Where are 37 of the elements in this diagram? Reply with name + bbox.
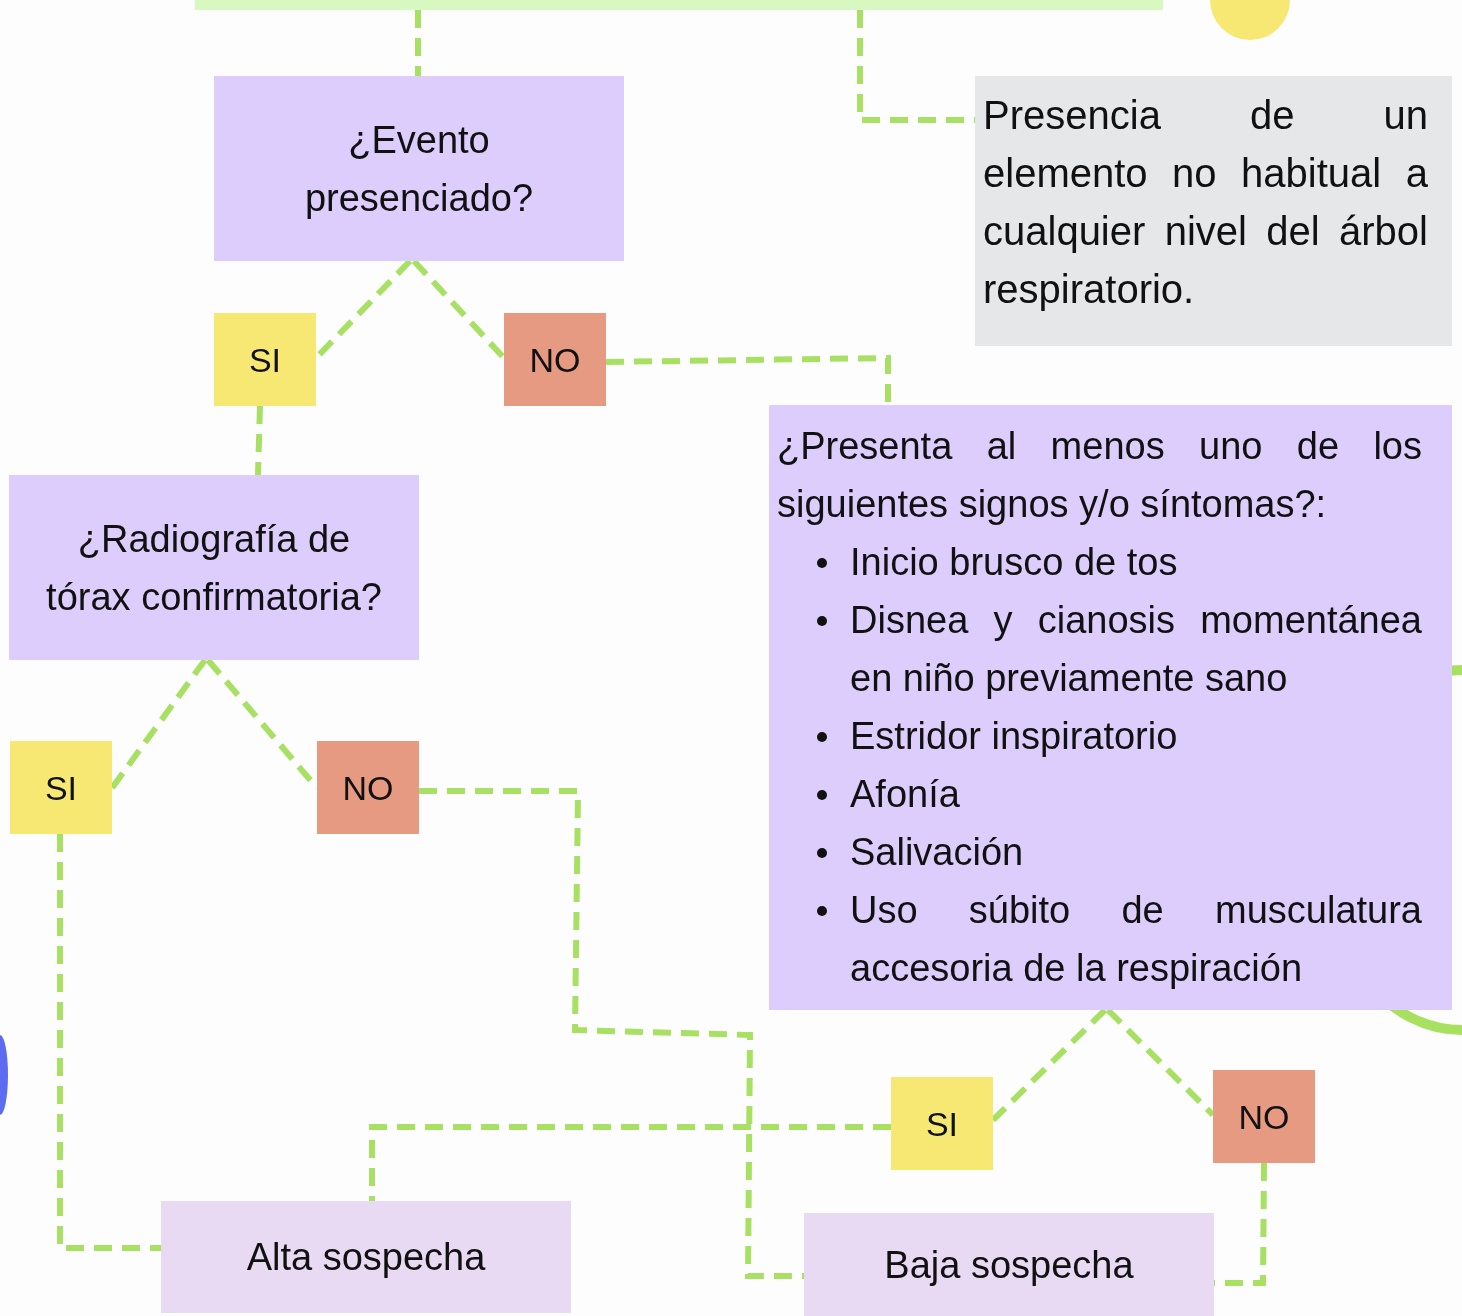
answer-label: NO [342, 767, 394, 808]
dashed-connector [369, 1124, 891, 1201]
symptom-item: Estridor inspiratorio [850, 714, 1179, 759]
box-text: Alta sospecha [246, 1235, 486, 1280]
result-box [161, 1201, 571, 1313]
box-text: Presencia de un elemento no habitual a cualquier nivel del árbol respiratorio. [983, 92, 1428, 313]
symptom-item: Disnea y cianosis momentánea en niño previamente sano [850, 598, 1422, 701]
yes-box [891, 1077, 993, 1170]
question-text: ¿Presenta al menos uno de los siguientes signos y/o síntomas?: [777, 424, 1422, 527]
no-box [504, 313, 606, 406]
answer-label: SI [248, 339, 282, 380]
answer-label: SI [44, 767, 78, 808]
dashed-connector [255, 405, 263, 476]
answer-label: NO [1238, 1096, 1290, 1137]
box-text: Baja sospecha [884, 1242, 1134, 1288]
symptom-item: Afonía [850, 772, 961, 817]
yes-box [214, 313, 316, 406]
dashed-connector [57, 834, 161, 1251]
box-text: ¿Radiografía de tórax confirmatoria? [45, 516, 383, 620]
answer-label: SI [925, 1103, 959, 1144]
box-text: ¿Evento presenciado? [303, 117, 535, 221]
dashed-connector [419, 788, 804, 1279]
symptom-item: Uso súbito de musculatura accesoria de la respiración [850, 888, 1422, 991]
result-box [804, 1213, 1214, 1316]
symptom-item: Inicio brusco de tos [850, 540, 1179, 585]
yes-box [10, 741, 112, 834]
header-bar [195, 0, 1163, 10]
criteria-box [769, 405, 1452, 1010]
dashed-connector [605, 354, 891, 405]
answer-label: NO [529, 339, 581, 380]
definition-box [975, 76, 1452, 346]
no-box [317, 741, 419, 834]
question-box [9, 475, 419, 660]
no-box [1213, 1070, 1315, 1163]
question-box [214, 76, 624, 261]
symptom-item: Salivación [850, 830, 1025, 875]
dashed-connector [415, 10, 421, 76]
